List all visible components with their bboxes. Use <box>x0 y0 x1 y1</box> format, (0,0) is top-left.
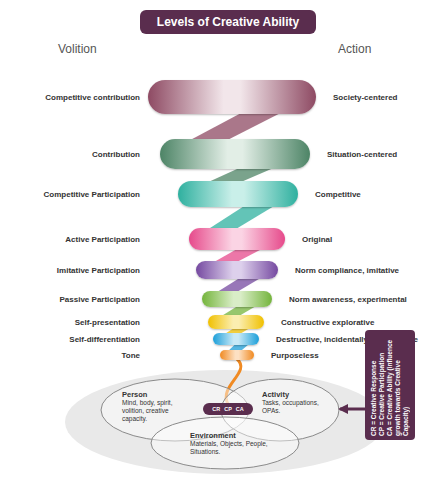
action-level: Purposeless <box>271 351 319 360</box>
volition-level: Passive Participation <box>60 295 140 304</box>
ellipse-body: Mind, body, spirit, volition, creative c… <box>122 399 194 423</box>
ellipse-heading: Person <box>122 390 194 399</box>
level-band: Imitative ParticipationNorm compliance, … <box>196 261 278 279</box>
ellipse-shape <box>151 417 299 469</box>
ellipse-body: Materials, Objects, People, Situations. <box>190 440 272 456</box>
level-band: ContributionSituation-centered <box>160 139 310 169</box>
base-oval <box>65 370 385 474</box>
ellipse-text: EnvironmentMaterials, Objects, People, S… <box>190 431 272 456</box>
core-code: CR <box>212 406 220 412</box>
legend-callout: CR = Creative ResponseCP = Creative Part… <box>365 330 415 440</box>
core-code: CP <box>224 406 232 412</box>
level-band: TonePurposeless <box>220 350 254 360</box>
volition-level: Active Participation <box>65 235 140 244</box>
action-level: Situation-centered <box>327 150 397 159</box>
core-code: CA <box>236 406 244 412</box>
ellipse-heading: Activity <box>262 390 326 399</box>
action-level: Constructive explorative <box>281 318 374 327</box>
callout-line: CA = Creative Ability (influence growth … <box>386 334 410 436</box>
callout-rotated: CR = Creative ResponseCP = Creative Part… <box>365 330 415 440</box>
level-band: Self-differentiationDestructive, inciden… <box>213 333 259 345</box>
column-heading: Action <box>338 42 371 56</box>
column-heading: Volition <box>58 42 97 56</box>
level-band: Competitive ParticipationCompetitive <box>178 181 298 207</box>
volition-level: Self-presentation <box>75 318 140 327</box>
ellipse-heading: Environment <box>190 431 272 440</box>
callout-line: CR = Creative Response <box>370 334 378 436</box>
callout-line: CP = Creative Participation <box>378 334 386 436</box>
volition-level: Imitative Participation <box>57 266 140 275</box>
ellipse-body: Tasks, occupations, OPAs. <box>262 399 326 415</box>
action-level: Society-centered <box>333 93 397 102</box>
ellipse-text: ActivityTasks, occupations, OPAs. <box>262 390 326 415</box>
callout-arrow <box>340 408 365 411</box>
title-box: Levels of Creative Ability <box>140 10 316 34</box>
level-band: Passive ParticipationNorm awareness, exp… <box>202 291 272 307</box>
action-level: Competitive <box>315 190 361 199</box>
ellipse-text: PersonMind, body, spirit, volition, crea… <box>122 390 194 423</box>
volition-level: Self-differentiation <box>69 335 140 344</box>
level-band: Active ParticipationOriginal <box>189 228 285 250</box>
action-level: Norm awareness, experimental <box>289 295 407 304</box>
action-level: Original <box>302 235 332 244</box>
level-band: Self-presentationConstructive explorativ… <box>208 315 264 329</box>
diagram-title: Levels of Creative Ability <box>157 15 299 29</box>
volition-level: Competitive Participation <box>44 190 140 199</box>
domain-ellipse: EnvironmentMaterials, Objects, People, S… <box>150 416 300 470</box>
action-level: Norm compliance, imitative <box>295 266 399 275</box>
volition-level: Contribution <box>92 150 140 159</box>
volition-level: Tone <box>121 351 140 360</box>
volition-level: Competitive contribution <box>45 93 140 102</box>
level-band: Competitive contributionSociety-centered <box>148 80 316 114</box>
core-badge: CR CP CA <box>203 403 253 415</box>
